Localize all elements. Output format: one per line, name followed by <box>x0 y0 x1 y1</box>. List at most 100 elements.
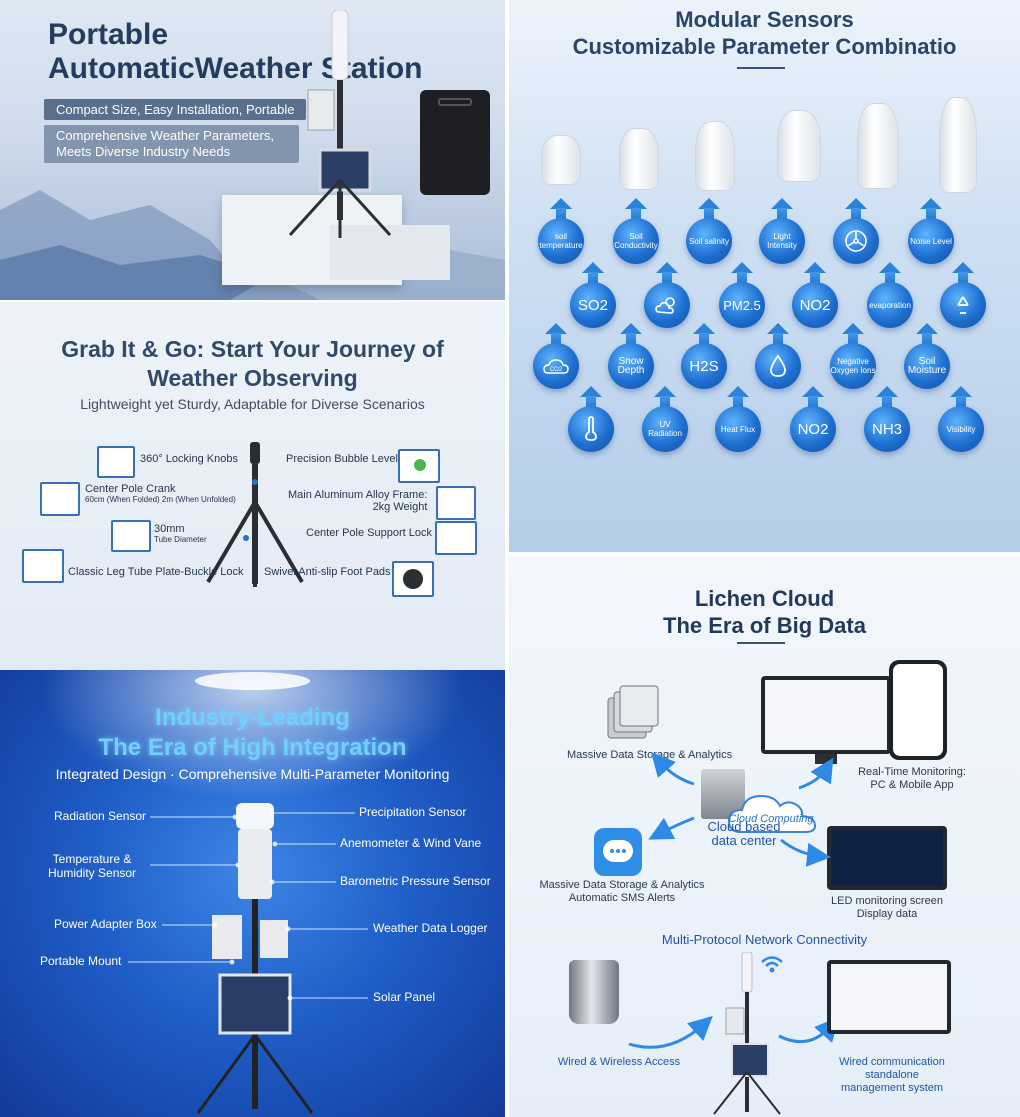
label-sms-alerts: Massive Data Storage & Analytics Automat… <box>539 879 705 904</box>
label-frame: Main Aluminum Alloy Frame: 2kg Weight <box>288 489 428 513</box>
arrow-icon <box>656 262 678 273</box>
arrow-icon <box>731 262 753 273</box>
label-bubble-level: Precision Bubble Level <box>286 453 398 465</box>
arrow-stem <box>808 396 818 410</box>
sensor-image-6 <box>939 97 977 193</box>
arrow-stem <box>885 272 895 286</box>
arrow-stem <box>704 208 714 222</box>
arrow-stem <box>699 333 709 347</box>
weather-station-image <box>288 10 392 238</box>
arrow-icon <box>916 323 938 334</box>
arrow-icon <box>727 386 749 397</box>
label-portable-mount: Portable Mount <box>40 954 122 968</box>
cloud-panel: Lichen Cloud The Era of Big Data Massive… <box>509 556 1020 1117</box>
arrow-icon <box>845 198 867 209</box>
arrow-stem <box>733 396 743 410</box>
label-precipitation: Precipitation Sensor <box>359 805 467 819</box>
arrow-icon <box>879 262 901 273</box>
sensor-image-5 <box>857 103 899 189</box>
light-glow <box>40 670 465 800</box>
arrow-stem <box>588 272 598 286</box>
management-screen <box>827 960 951 1034</box>
integrated-station-image <box>196 803 314 1114</box>
arrow-stem <box>660 396 670 410</box>
integration-panel: Industry-Leading The Era of High Integra… <box>0 670 505 1117</box>
param-soil-moisture: Soil Moisture <box>904 343 950 389</box>
wind-turbine-icon <box>833 218 879 264</box>
co2-text: CO2 <box>550 367 563 373</box>
arrow-icon <box>582 262 604 273</box>
label-anemometer: Anemometer & Wind Vane <box>340 836 482 850</box>
arrow-stem <box>773 333 783 347</box>
arrow-icon <box>952 262 974 273</box>
arrow-icon <box>804 262 826 273</box>
label-foot-pads: Swivel Anti-slip Foot Pads <box>264 566 391 578</box>
arrow-icon <box>876 386 898 397</box>
integration-subtitle: Integrated Design · Comprehensive Multi-… <box>55 766 450 782</box>
sensor-image-1 <box>541 135 581 185</box>
arrow-stem <box>631 208 641 222</box>
cloud-computing-text: Cloud Computing <box>729 813 815 825</box>
locking-knob-thumb <box>97 446 135 478</box>
label-wired-wireless: Wired & Wireless Access <box>557 1056 681 1068</box>
storage-disk-icon <box>607 685 659 739</box>
arrow-stem <box>810 272 820 286</box>
arrow-stem <box>848 333 858 347</box>
param-snow-depth: Snow Depth <box>608 343 654 389</box>
co2-cloud-icon: CO2 <box>533 343 579 389</box>
param-negative-oxygen-ions: Negative Oxygen Ions <box>830 343 876 389</box>
tube-thumb <box>111 520 151 552</box>
arrow-icon <box>550 198 572 209</box>
label-storage: Massive Data Storage & Analytics <box>567 749 733 761</box>
param-soil-temperature: soil temperature <box>538 218 584 264</box>
foot-pad-thumb <box>392 561 434 597</box>
mini-station-image <box>713 952 781 1115</box>
arrow-stem <box>662 272 672 286</box>
leg-lock-thumb <box>22 549 64 583</box>
sensor-image-4 <box>777 110 821 182</box>
frame-thumb <box>436 486 476 520</box>
param-uv-radiation: UV Radiation <box>642 406 688 452</box>
param-noise-level: Noise Level <box>908 218 954 264</box>
label-cloud-data-center: Cloud based data center <box>707 819 781 848</box>
arrow-icon <box>545 323 567 334</box>
label-support-lock: Center Pole Support Lock <box>306 527 432 539</box>
arrow-icon <box>620 323 642 334</box>
label-leg-lock: Classic Leg Tube Plate-Buckle Lock <box>68 566 244 578</box>
cloud-icon: Cloud Computing <box>727 794 817 833</box>
crank-thumb <box>40 482 80 516</box>
arrow-icon <box>767 323 789 334</box>
label-locking-knobs: 360° Locking Knobs <box>140 453 238 465</box>
label-solar-panel: Solar Panel <box>373 990 436 1004</box>
arrow-stem <box>851 208 861 222</box>
tripod-subtitle: Lightweight yet Sturdy, Adaptable for Di… <box>80 396 425 412</box>
feature-pill-2: Comprehensive Weather Parameters, Meets … <box>44 125 299 163</box>
arrow-icon <box>842 323 864 334</box>
label-center-pole-crank: Center Pole Crank 60cm (When Folded) 2m … <box>85 483 236 504</box>
recycle-icon <box>940 282 986 328</box>
support-lock-thumb <box>435 521 477 555</box>
integration-heading: Industry-Leading The Era of High Integra… <box>98 704 407 761</box>
carry-case-image <box>420 90 490 195</box>
tripod-panel: Grab It & Go: Start Your Journey of Weat… <box>0 302 505 670</box>
param-pm25: PM2.5 <box>719 282 765 328</box>
arrow-icon <box>625 198 647 209</box>
arrow-stem <box>922 333 932 347</box>
hero-title: Portable AutomaticWeather Station <box>48 18 423 85</box>
thermometer-icon <box>568 406 614 452</box>
arrow-stem <box>586 396 596 410</box>
label-realtime: Real-Time Monitoring: PC & Mobile App <box>858 766 966 791</box>
param-evaporation: evaporation <box>867 282 913 328</box>
label-led-screen: LED monitoring screen Display data <box>831 895 943 920</box>
arrow-stem <box>551 333 561 347</box>
label-data-logger: Weather Data Logger <box>373 921 488 935</box>
arrow-icon <box>580 386 602 397</box>
sensor-image-2 <box>619 128 659 190</box>
arrow-stem <box>956 396 966 410</box>
arrow-icon <box>654 386 676 397</box>
tripod-image <box>206 442 304 587</box>
param-heat-flux: Heat Flux <box>715 406 761 452</box>
arrow-icon <box>693 323 715 334</box>
water-drop-icon <box>755 343 801 389</box>
arrow-stem <box>556 208 566 222</box>
